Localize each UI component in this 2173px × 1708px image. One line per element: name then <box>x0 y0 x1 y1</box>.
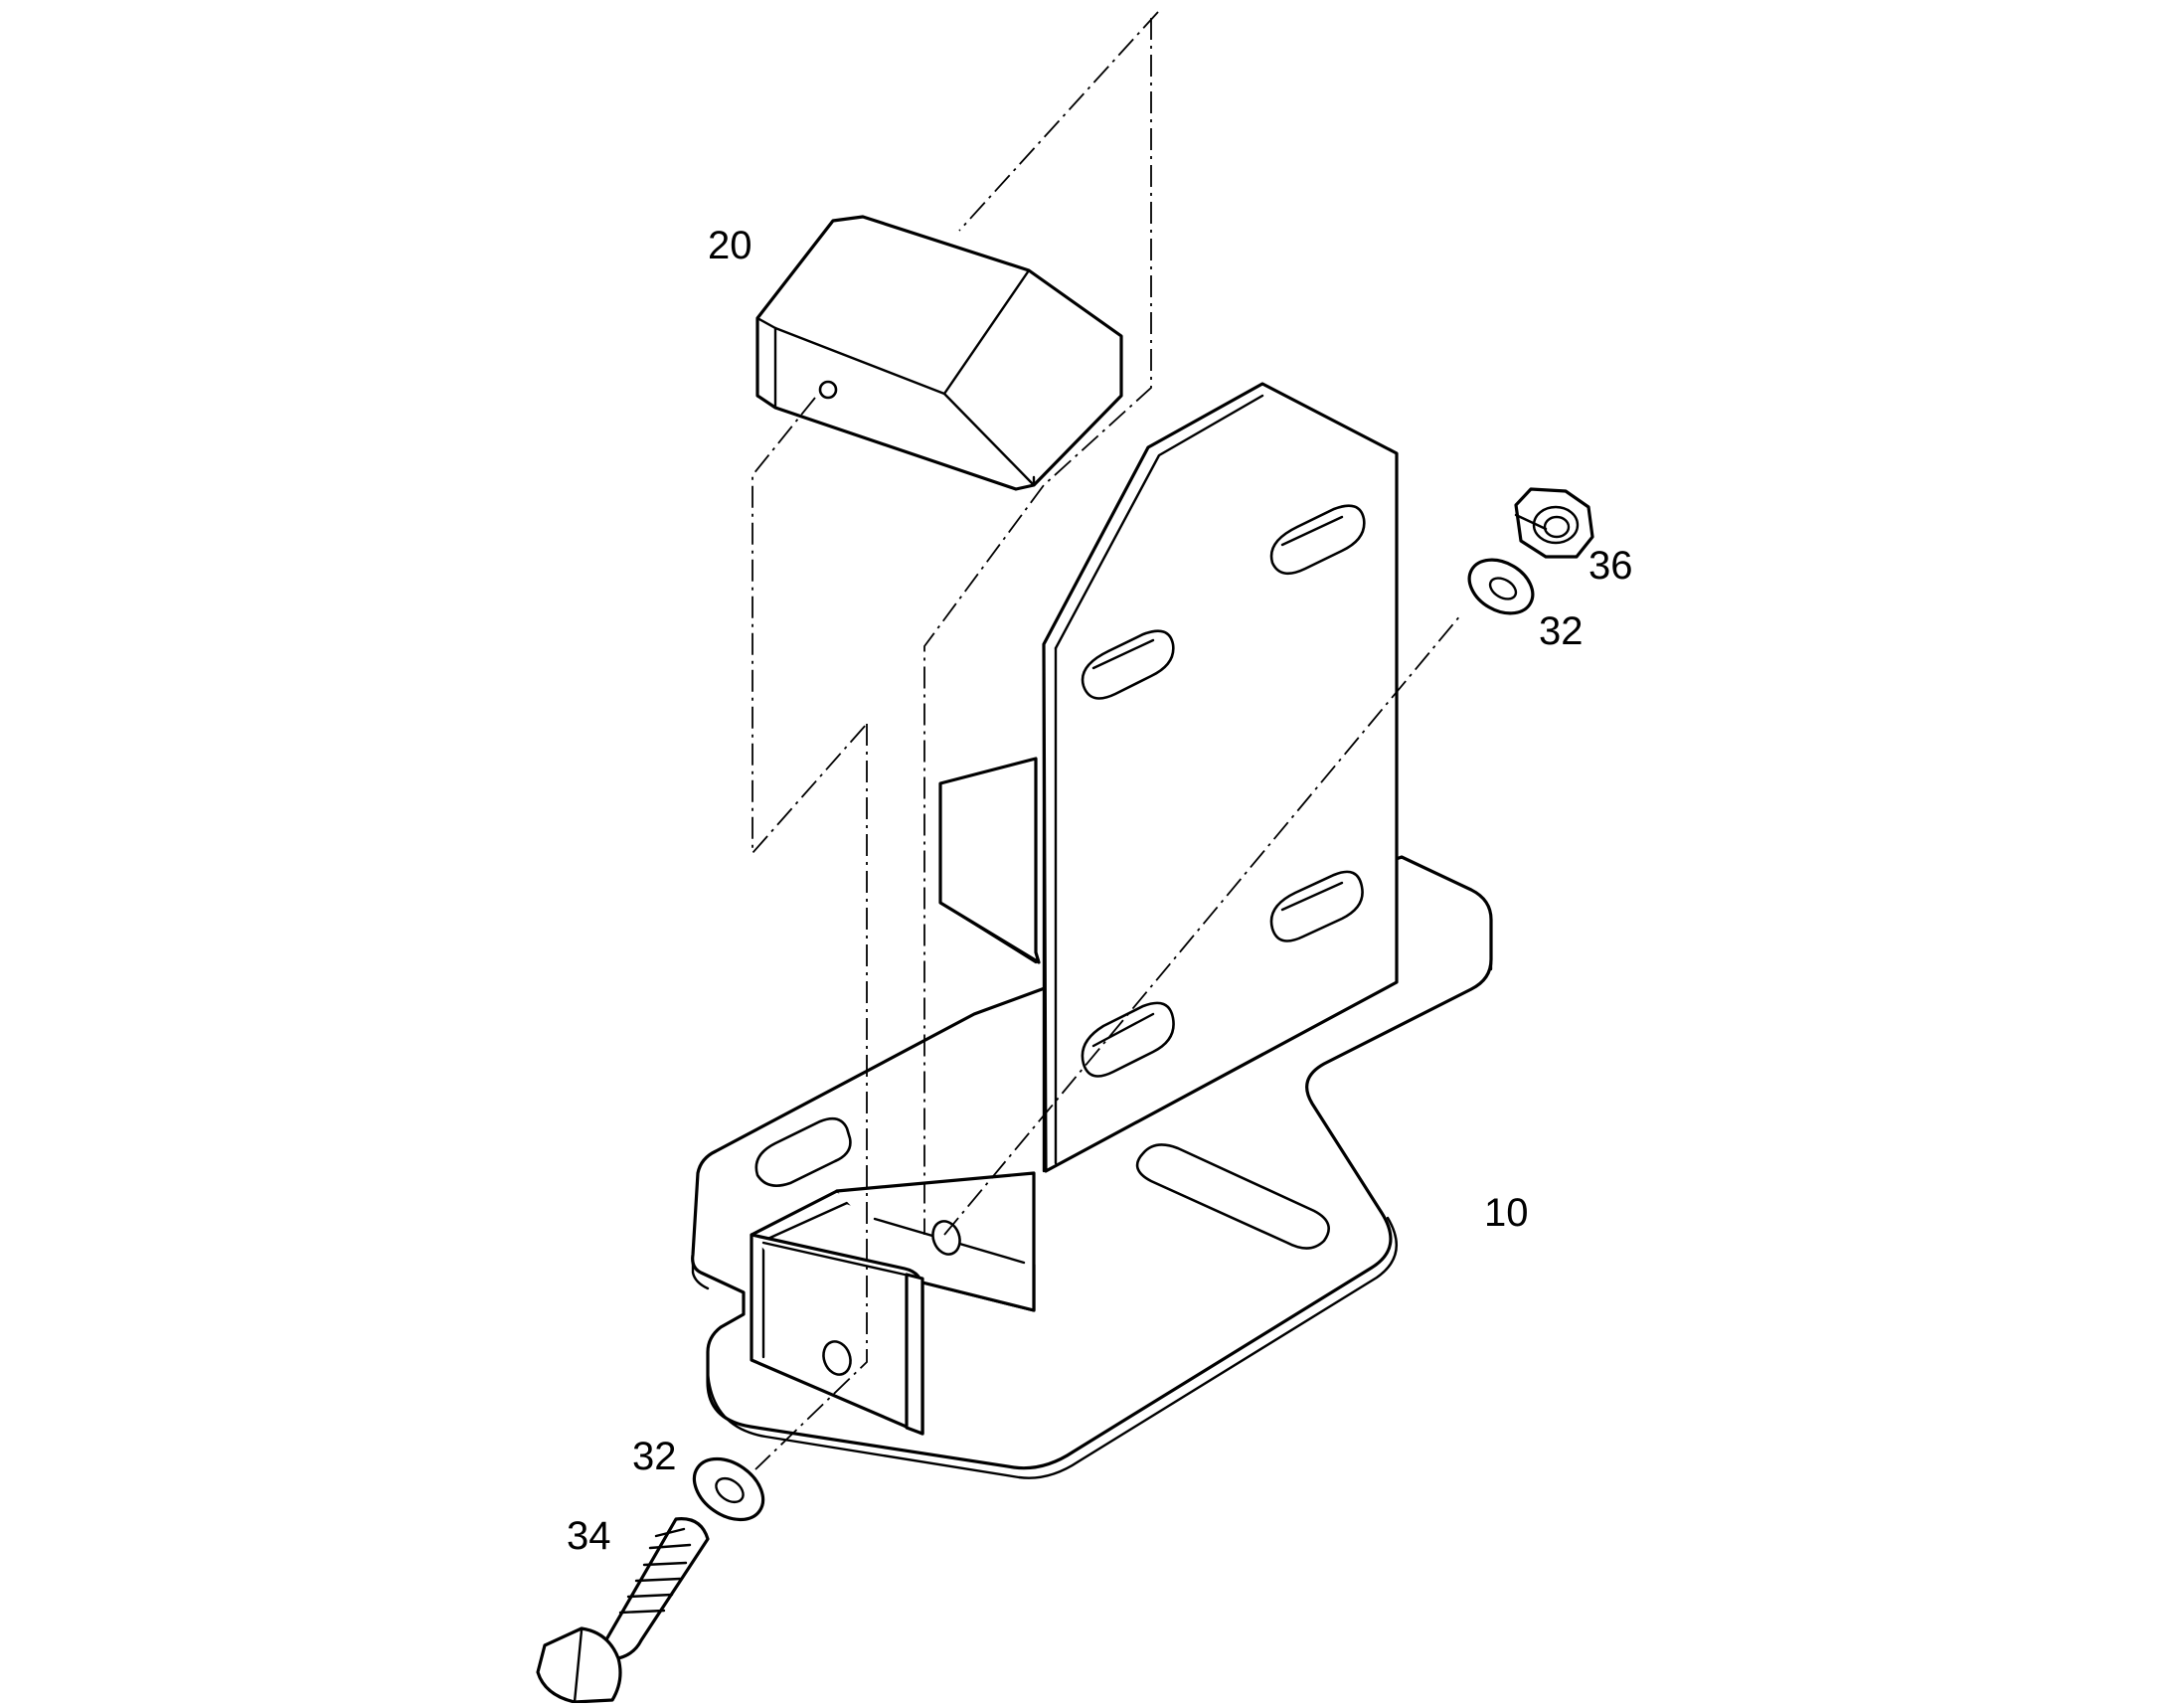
callout-bumper-block: 20 <box>708 224 752 267</box>
post-rear <box>938 757 1041 964</box>
u-channel <box>750 1171 1036 1436</box>
washer-upper <box>1467 558 1535 615</box>
callouts: 20 36 32 10 32 34 <box>567 224 1633 1558</box>
bumper-block <box>755 215 1123 491</box>
nut <box>1514 487 1594 559</box>
callout-bolt: 34 <box>567 1514 611 1558</box>
assembly-lines <box>752 11 1462 1470</box>
callout-nut: 36 <box>1588 544 1633 588</box>
callout-washer-lower: 32 <box>632 1435 677 1478</box>
callout-washer-upper: 32 <box>1539 609 1584 653</box>
bolt <box>536 1517 710 1704</box>
mounting-plate <box>1042 382 1399 1173</box>
callout-base-bracket: 10 <box>1484 1191 1529 1235</box>
washer-lower <box>692 1456 765 1522</box>
